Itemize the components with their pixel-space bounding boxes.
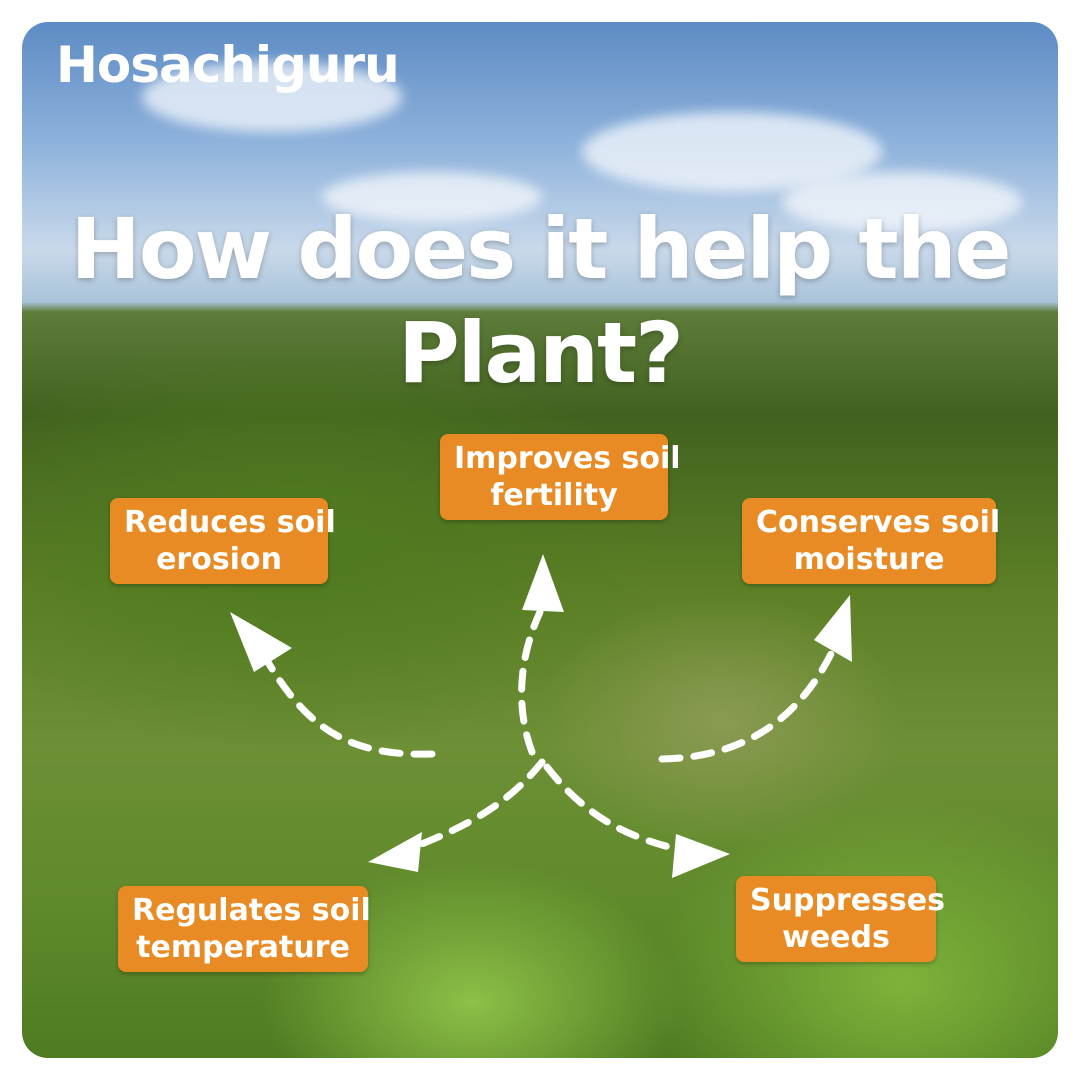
benefit-line-1: Improves soil — [454, 441, 681, 476]
headline-line-2: Plant? — [398, 304, 684, 402]
benefit-line-2: temperature — [136, 930, 350, 965]
headline-line-1: How does it help the — [70, 200, 1012, 298]
benefit-tag-weeds: Suppresses weeds — [736, 876, 945, 962]
benefit-tag-moisture: Conserves soil moisture — [742, 498, 1001, 584]
arrow-icon — [672, 834, 730, 878]
benefit-line-1: Reduces soil — [124, 505, 336, 540]
arrow-to-temperature — [398, 758, 546, 856]
benefit-tag-erosion: Reduces soil erosion — [110, 498, 336, 584]
brand-logo: Hosachiguru — [56, 36, 400, 94]
benefit-line-2: weeds — [782, 920, 890, 955]
arrow-icon — [368, 832, 422, 872]
benefit-tag-temperature: Regulates soil temperature — [118, 886, 371, 972]
arrow-to-erosion — [258, 648, 436, 758]
benefit-line-1: Regulates soil — [132, 893, 371, 928]
arrow-icon — [522, 554, 564, 612]
benefit-line-2: erosion — [156, 542, 282, 577]
arrow-icon — [814, 595, 852, 662]
arrows-diagram — [230, 554, 852, 878]
benefit-line-1: Conserves soil — [756, 505, 1001, 540]
arrow-to-fertility — [518, 608, 544, 756]
benefit-line-1: Suppresses — [750, 883, 945, 918]
arrow-icon — [230, 612, 292, 672]
arrow-to-weeds — [543, 763, 686, 854]
benefit-line-2: fertility — [490, 478, 618, 513]
benefit-line-2: moisture — [793, 542, 945, 577]
photo-background: Hosachiguru How does it help the Plant? … — [22, 22, 1058, 1058]
benefit-tag-fertility: Improves soil fertility — [440, 434, 681, 520]
arrow-to-moisture — [658, 648, 836, 763]
